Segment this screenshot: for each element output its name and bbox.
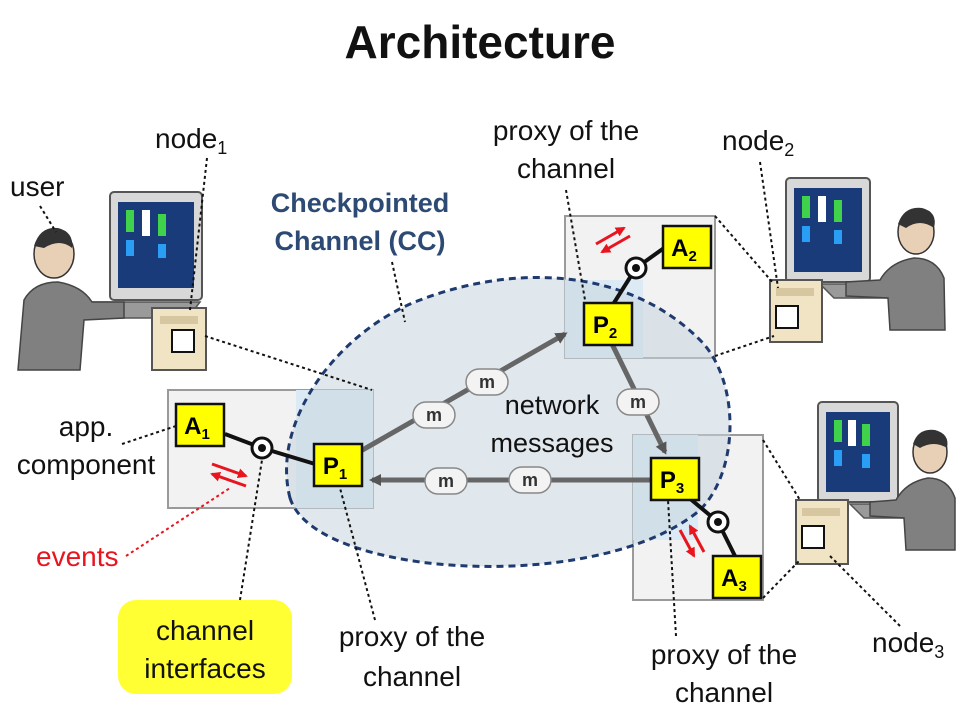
proxy-bottom-right-line1: proxy of the [651,639,797,670]
svg-text:A2: A2 [671,235,697,265]
svg-text:P1: P1 [323,453,347,483]
message-bubble: m [616,388,660,416]
arrow-p1-p2 [350,331,568,459]
message-bubble: m [412,401,456,429]
svg-text:m: m [630,392,646,412]
node3-panel-leader-bottom [762,559,801,599]
user-leader [39,205,57,233]
message-bubble: m [508,466,552,494]
events-label: events [36,541,119,572]
node3-panel-leader-top [762,439,801,501]
message-bubble: m [424,467,468,495]
node1-label: node1 [155,123,227,158]
proxy-bottom-left-leader [339,487,376,621]
user-person-icon [17,227,125,371]
cc-label-leader [391,261,406,323]
proxy-top-label-line2: channel [517,153,615,184]
node2-panel-leader-bottom [714,335,775,357]
workstation-node3-icon [795,401,946,565]
node1-panel-leader [204,335,373,391]
proxy-top-label-line1: proxy of the [493,115,639,146]
cc-label-line1: Checkpointed [271,188,450,218]
channel-interfaces-highlight [118,600,292,694]
svg-text:P3: P3 [660,467,684,497]
workstation-node2-icon [769,177,920,343]
node2-panel-leader-top [714,215,775,285]
user-person-icon [845,207,946,331]
node1-leader [189,157,208,311]
proxy-bottom-right-line2: channel [675,677,773,708]
node3-label: node3 [872,627,944,662]
message-bubble: m [465,368,509,396]
page-title: Architecture [345,16,616,68]
proxy-bottom-right-leader [667,499,677,637]
app-component-line1: app. [59,411,114,442]
node2-leader [759,161,779,289]
app-box-a3[interactable]: A3 [711,554,763,600]
channel-interface-icon [706,510,730,534]
workstation-node1-icon [74,191,207,371]
proxy-top-leader [565,189,586,301]
app-box-a2[interactable]: A2 [661,224,713,270]
svg-text:P2: P2 [593,312,617,342]
node2-label: node2 [722,125,794,160]
events-arrows-icon [210,462,248,488]
checkpointed-channel-region [285,275,732,568]
svg-text:A3: A3 [721,565,747,595]
network-messages-line2: messages [490,428,613,458]
channel-interfaces-line2: interfaces [144,653,265,684]
proxy-bottom-left-line1: proxy of the [339,621,485,652]
svg-text:A1: A1 [184,413,210,443]
events-leader [125,487,231,557]
user-person-icon [869,429,956,551]
channel-interface-icon [624,256,648,280]
svg-text:m: m [426,405,442,425]
proxy-box-p2[interactable]: P2 [582,301,634,347]
channel-interface-icon [250,436,274,460]
proxy-bottom-left-line2: channel [363,661,461,692]
proxy-box-p1[interactable]: P1 [312,442,364,488]
user-label: user [10,171,64,202]
svg-text:m: m [479,372,495,392]
svg-text:m: m [522,470,538,490]
events-arrows-icon [595,226,631,254]
cc-label-line2: Channel (CC) [275,226,446,256]
events-arrows-icon [678,524,706,558]
svg-text:m: m [438,471,454,491]
app-component-line2: component [17,449,156,480]
proxy-box-p3[interactable]: P3 [649,456,701,502]
node3-leader [829,555,901,627]
channel-interfaces-line1: channel [156,615,254,646]
network-messages-line1: network [505,390,600,420]
app-box-a1[interactable]: A1 [174,402,226,448]
